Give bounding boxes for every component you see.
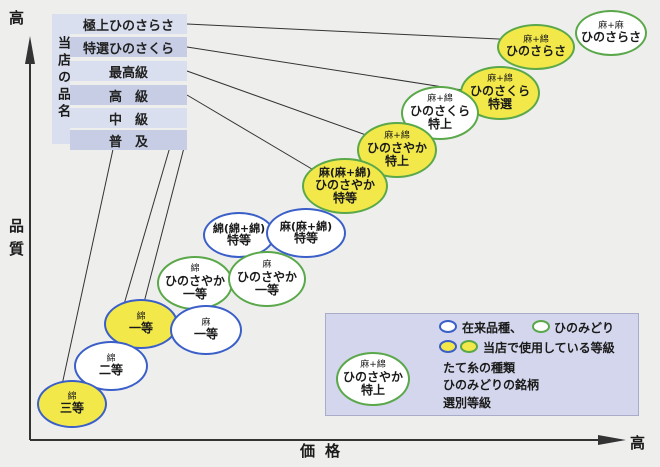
connector-line [119,139,173,319]
connector-line [186,46,476,93]
product-row-1: 極上ひのさらさ [70,14,187,34]
legend-dot-green [532,320,550,333]
connector-line [186,70,381,141]
product-header-bg [52,14,70,144]
connector-line [139,139,187,319]
x-axis-label: 価格 [300,442,351,460]
product-header: 当店の品名 [55,36,70,121]
x-axis-high-label: 高 [630,434,646,452]
grade-ellipse: 麻(麻+綿)特等 [266,208,346,258]
legend-note1: たて糸の種類 [443,361,516,375]
grade-ellipse: 麻(麻+綿)ひのさやか 特等 [302,158,388,214]
legend-note3: 選別等級 [443,396,492,410]
grade-ellipse: 麻+綿ひのさやか特上 [357,122,437,178]
connector-line [61,139,116,386]
y-axis-label: 品質 [7,218,25,264]
product-row-6: 普 及 [70,130,187,150]
legend-note2: ひのみどりの銘柄 [443,378,540,392]
legend-box: 在来品種、 ひのみどり 当店で使用している等級 麻+綿ひのさやか特上 たて糸の種… [325,313,639,416]
x-axis-arrow [598,435,626,445]
grade-ellipse: 麻+麻ひのさらさ [575,10,647,56]
legend-line1: 在来品種、 [462,321,523,335]
legend-dot-blue [439,320,457,333]
legend-dot-yellow-blue [439,340,457,353]
product-row-4: 高 級 [70,85,187,105]
connector-line [186,94,323,176]
grade-ellipse: 麻ひのさやか一等 [228,251,306,307]
grade-ellipse: 麻+綿ひのさくら特選 [460,66,540,120]
legend-line1b: ひのみどり [554,321,615,335]
grade-ellipse: 麻一等 [170,305,242,355]
legend-sample-ellipse: 麻+綿ひのさやか特上 [336,352,410,406]
connector-line [186,23,521,41]
grade-ellipse: 綿ひのさやか一等 [157,256,233,310]
product-row-2: 特選ひのさくら [70,37,187,57]
product-row-5: 中 級 [70,108,187,128]
grade-ellipse: 綿三等 [37,380,107,428]
y-axis-high-label: 高 [7,10,25,25]
grade-ellipse: 麻+綿ひのさらさ [497,24,575,70]
legend-line2: 当店で使用している等級 [483,341,615,355]
y-axis-arrow [25,36,35,64]
grade-ellipse: 綿二等 [74,341,148,391]
legend-dot-yellow-green [460,340,478,353]
product-row-3: 最高級 [70,61,187,81]
